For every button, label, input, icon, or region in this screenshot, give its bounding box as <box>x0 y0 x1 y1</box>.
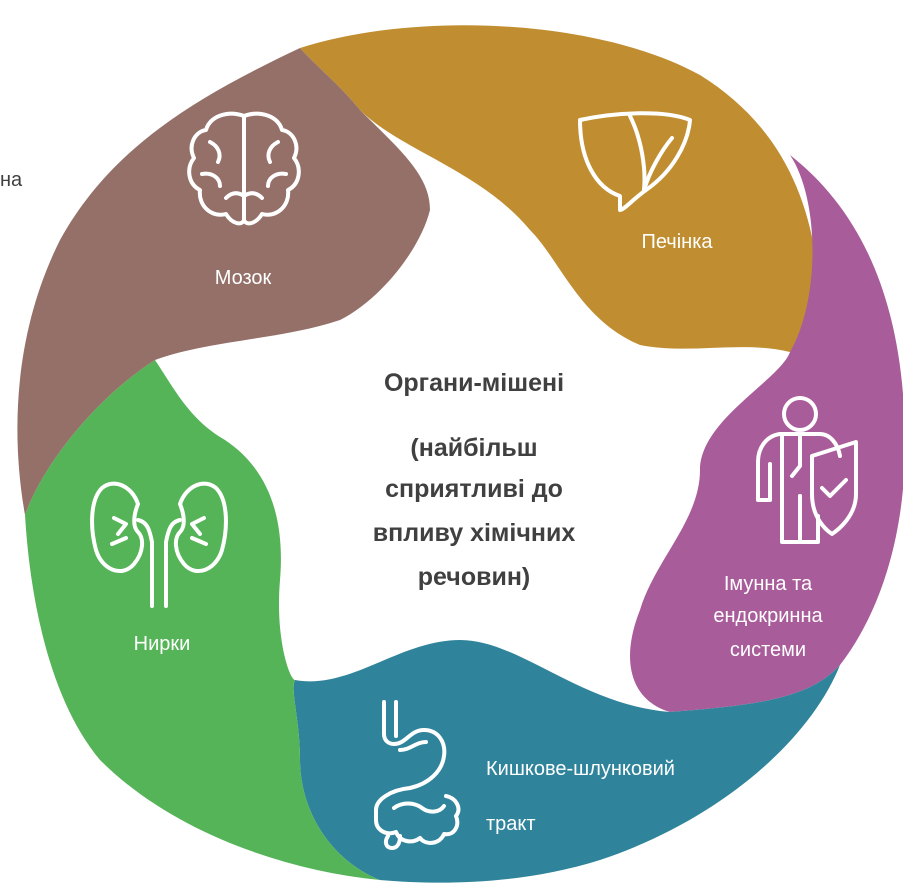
brain-icon <box>187 111 301 226</box>
center-title: Органи-мішені <box>384 369 564 397</box>
segment-liver[interactable] <box>300 25 820 353</box>
segment-label-kidney: Нирки <box>134 633 191 655</box>
segment-label-gi-line1: Кишкове-шлунковий <box>486 758 675 780</box>
segment-label-liver: Печінка <box>641 231 713 253</box>
center-subtitle-line1: (найбільш <box>410 434 537 462</box>
center-subtitle-line4: речовин) <box>418 563 531 591</box>
segment-label-immune-line3: системи <box>730 639 806 661</box>
cutoff-text-fragment: на <box>0 169 23 191</box>
kidneys-icon <box>90 481 228 608</box>
liver-icon <box>578 111 692 212</box>
segment-brain[interactable] <box>17 48 430 515</box>
segment-label-gi-line2: тракт <box>486 813 536 835</box>
center-subtitle-line3: впливу хімічних <box>373 519 576 547</box>
center-subtitle-line2: сприятливі до <box>385 475 563 503</box>
segment-label-immune-line2: ендокринна <box>713 605 823 627</box>
segment-kidney[interactable] <box>25 360 380 880</box>
stomach-intestine-icon <box>374 700 461 850</box>
immune-shield-icon <box>756 396 858 544</box>
segment-immune[interactable] <box>630 155 903 712</box>
segment-label-immune-line1: Імунна та <box>724 573 813 595</box>
segment-label-brain: Мозок <box>215 267 272 289</box>
segment-gi[interactable] <box>293 640 841 883</box>
